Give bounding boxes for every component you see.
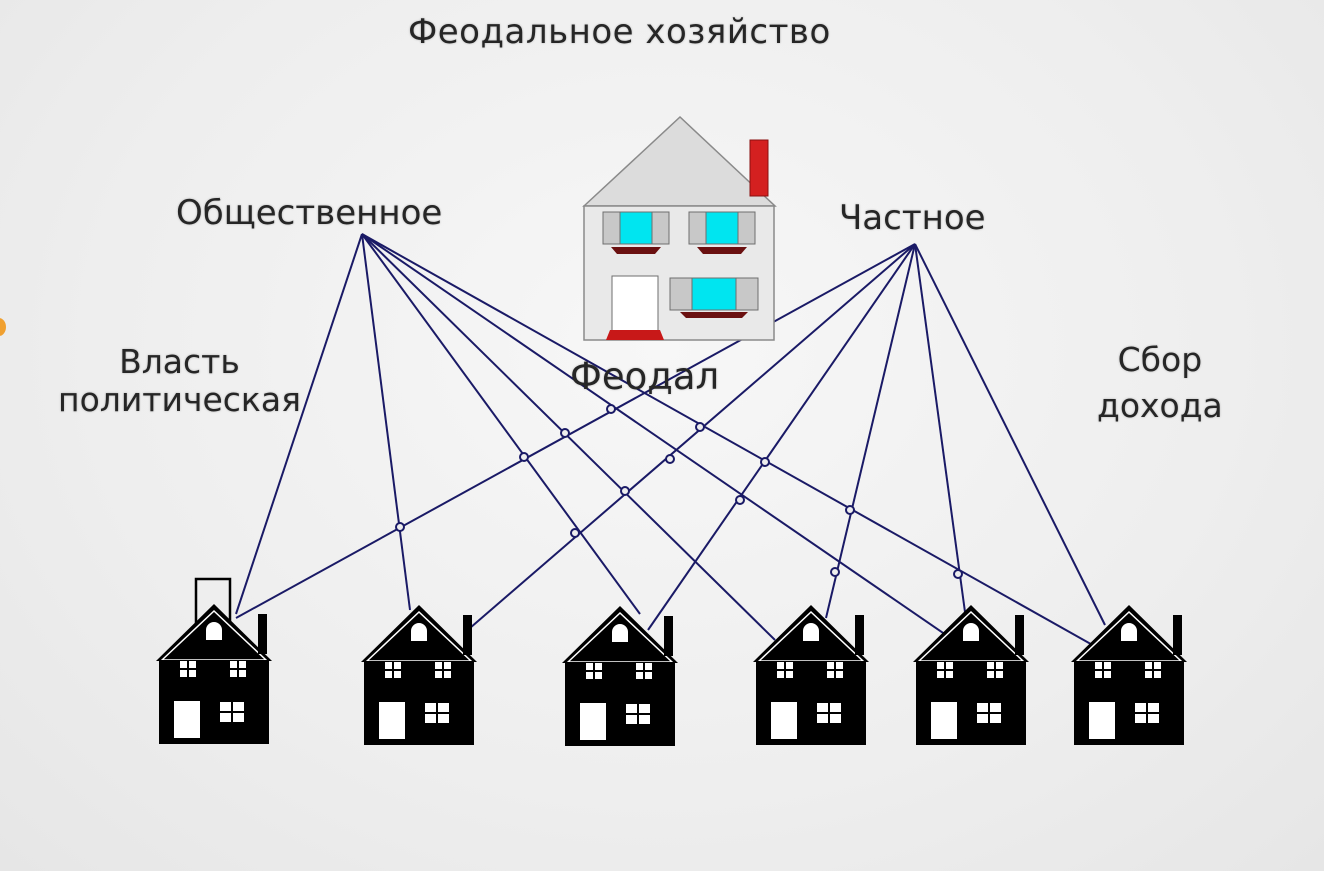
connection-line <box>469 243 916 629</box>
connection-line <box>361 233 641 615</box>
crossing-hop <box>665 454 675 464</box>
crossing-hop <box>620 486 630 496</box>
political-power-line1: Власть <box>119 342 240 381</box>
peasant-houses <box>155 577 1188 747</box>
connection-line <box>914 243 966 613</box>
peasant-house-icon <box>912 604 1030 746</box>
crossing-hop <box>845 505 855 515</box>
connection-line <box>235 233 363 615</box>
crossing-hop <box>735 495 745 505</box>
diagram-title: Феодальное хозяйство <box>408 12 831 52</box>
crossing-hops <box>395 404 963 579</box>
peasant-house-icon <box>1070 604 1188 746</box>
connection-line <box>235 243 916 619</box>
crossing-hop <box>760 457 770 467</box>
connection-line <box>825 243 916 619</box>
income-collection-label: Сбор дохода <box>1097 337 1223 429</box>
crossing-hop <box>606 404 616 414</box>
public-connections <box>235 233 1106 653</box>
peasant-house-icon <box>561 605 679 747</box>
connection-line <box>361 233 411 611</box>
crossing-hop <box>953 569 963 579</box>
public-hub-label: Общественное <box>176 193 443 233</box>
income-collection-line1: Сбор <box>1117 340 1203 379</box>
crossing-hop <box>695 422 705 432</box>
crossing-hop <box>395 522 405 532</box>
private-connections <box>235 243 1106 631</box>
connection-line <box>361 233 776 641</box>
political-power-label: Власть политическая <box>58 343 301 419</box>
crossing-hop <box>570 528 580 538</box>
connection-line <box>361 233 966 649</box>
connection-line <box>361 233 1106 653</box>
private-hub-label: Частное <box>839 198 986 238</box>
income-collection-line2: дохода <box>1097 386 1223 425</box>
edge-accent-mark <box>0 318 6 336</box>
peasant-house-icon <box>752 604 870 746</box>
political-power-line2: политическая <box>58 380 301 419</box>
crossing-hop <box>519 452 529 462</box>
peasant-house-icon <box>155 577 273 745</box>
connection-line <box>647 243 916 631</box>
crossing-hop <box>830 567 840 577</box>
peasant-house-icon <box>360 604 478 746</box>
crossing-hop <box>560 428 570 438</box>
feudal-lord-label: Феодал <box>570 355 720 398</box>
connection-line <box>914 243 1106 626</box>
feudal-manor-house-icon <box>582 115 777 341</box>
